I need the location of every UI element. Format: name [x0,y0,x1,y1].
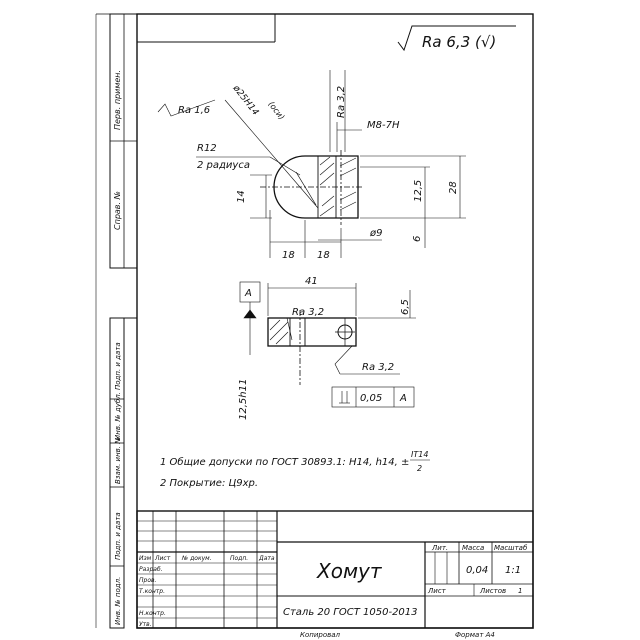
note-1-fraction-numerator: IT14 [411,450,428,459]
scale-header: Масштаб [494,544,528,552]
general-roughness-symbol [397,25,516,52]
title-block [136,510,534,629]
dim-41-label: 41 [305,276,318,287]
copied-label: Копировал [300,631,341,639]
tolerance-value-label: 0,05 [360,393,382,404]
roughness-32-side-label: Ra 3,2 [292,307,324,318]
col-izm-label: Изм [139,555,152,562]
dim-18-left-label: 18 [282,250,295,261]
material-label: Сталь 20 ГОСТ 1050-2013 [283,607,418,618]
row-tech-control-label: Т.контр. [139,588,165,595]
dim-18-right-label: 18 [317,250,330,261]
duplicate-inventory-label: Инв. № дубл. [114,392,122,440]
dim-14-label: 14 [236,190,247,203]
col-date-label: Дата [258,555,275,562]
first-use-label: Перв. примен. [113,70,122,130]
diameter-25-sub-label: (оси) [266,100,286,122]
row-checker-label: Пров. [139,577,157,584]
roughness-32-top-label: Ra 3,2 [336,86,347,118]
format-label: Формат А4 [455,631,495,639]
side-view-dimensions [239,281,416,408]
dim-6-5-label: 6,5 [400,299,411,315]
sheet-frame [95,13,534,629]
sheets-label: Листов [479,587,506,595]
col-list-label: Лист [154,555,171,562]
dim-12-5-label: 12,5 [413,180,424,202]
letter-header: Лит. [431,544,448,552]
sheet-label: Лист [427,587,447,595]
sign-date-label-1: Подп. и дата [114,342,122,390]
roughness-16-label: Ra 1,6 [178,105,210,116]
row-norm-control-label: Н.контр. [139,610,166,617]
diameter-25-label: ø25H14 [230,83,260,118]
col-sign-label: Подп. [230,555,248,562]
mass-header: Масса [462,544,484,552]
note-1-text: 1 Общие допуски по ГОСТ 30893.1: H14, h1… [160,456,409,468]
diameter-9-label: ø9 [369,228,382,239]
thread-m8-label: M8-7H [367,120,400,131]
col-doc-number-label: № докум. [181,555,212,562]
row-approved-label: Утв. [139,621,152,628]
roughness-32-bottom-label: Ra 3,2 [362,362,394,373]
note-2-text: 2 Покрытие: Ц9хр. [160,478,258,489]
original-inventory-label: Инв. № подл. [114,577,122,625]
tolerance-datum-label: A [399,393,407,404]
sheets-value: 1 [518,587,522,595]
reference-number-label: Справ. № [113,191,122,230]
replacement-inventory-label: Взам. инв. № [114,436,122,484]
mass-value: 0,04 [466,565,488,576]
scale-value: 1:1 [505,565,521,576]
dim-28-label: 28 [448,181,459,194]
note-1-fraction-denominator: 2 [417,464,422,473]
part-name: Хомут [316,559,383,583]
part-top-view [260,150,362,225]
sign-date-label-2: Подп. и дата [114,512,122,560]
dim-12-5h11-label: 12,5h11 [238,379,249,420]
radius-12-count-label: 2 радиуса [197,160,250,171]
dim-6-label: 6 [412,236,423,242]
general-roughness-label: Ra 6,3 (√) [422,33,496,51]
row-developer-label: Разраб. [139,566,163,573]
datum-a-label: A [244,288,252,299]
radius-12-label: R12 [197,143,217,154]
top-view-dimensions [157,70,466,258]
